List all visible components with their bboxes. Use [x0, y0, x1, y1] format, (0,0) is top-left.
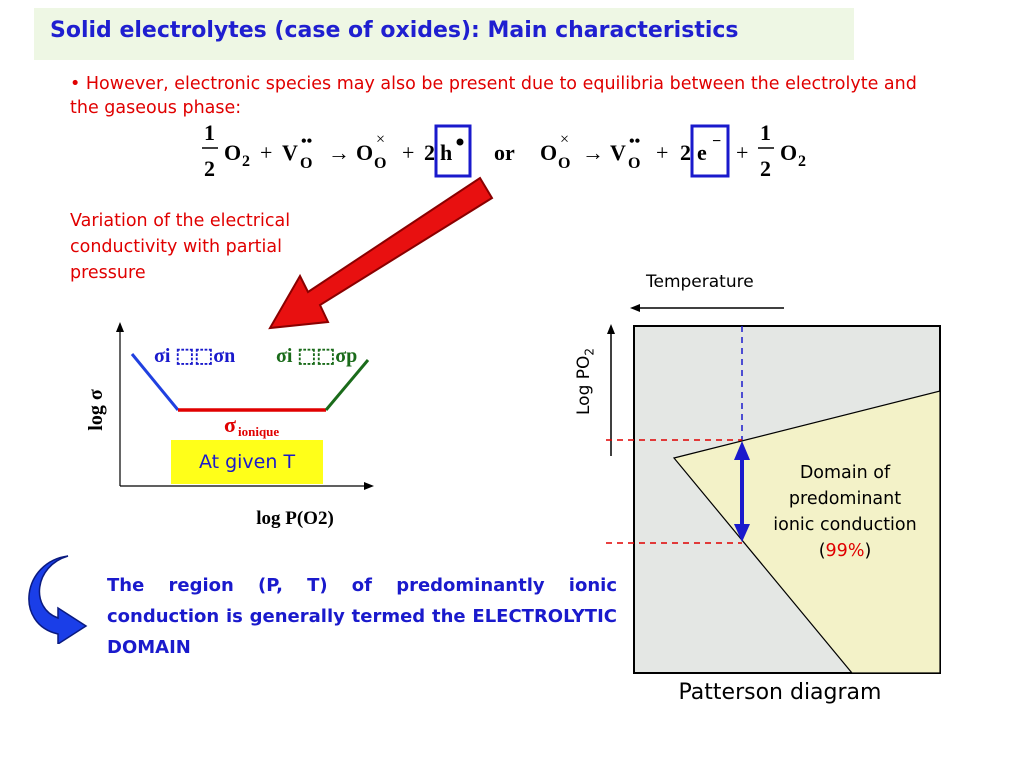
eq-or: or: [494, 140, 515, 165]
n-type-branch: [130, 353, 180, 411]
eq2-oxygen-charge: ×: [560, 131, 569, 148]
eq1-vacancy-charge: ••: [301, 133, 312, 150]
domain-span-bottom-arrowhead: [734, 524, 750, 542]
domain-line-3: ionic conduction: [773, 515, 917, 535]
electron-highlight-box: [690, 124, 730, 178]
sigma-left-label: σi ⬚⬚σn: [154, 345, 235, 367]
x-axis-label: log P(O2): [256, 508, 334, 529]
eq1-arrow: →: [328, 140, 350, 165]
eq2-o2: O: [780, 140, 797, 165]
eq1-plus-1: +: [260, 140, 272, 165]
domain-line-1: Domain of: [799, 463, 891, 483]
eq1-oxygen-sub: O: [374, 155, 386, 172]
eq1-o2-sub: 2: [242, 153, 250, 170]
title-background: [34, 8, 854, 60]
given-t-box: At given T: [171, 440, 323, 484]
eq2-oxygen: O: [540, 140, 557, 165]
slide-title: Solid electrolytes (case of oxides): Mai…: [50, 18, 739, 43]
eq2-plus-1: +: [656, 140, 668, 165]
po2-label-main: Log PO: [574, 355, 594, 415]
y-axis-arrowhead: [116, 322, 124, 332]
given-t-label: At given T: [198, 451, 296, 473]
x-axis-arrowhead: [364, 482, 374, 490]
domain-description: Domain of predominant ionic conduction (…: [755, 460, 935, 564]
domain-span-top-arrowhead: [734, 441, 750, 460]
conclusion-text: The region (P, T) of predominantly ionic…: [107, 575, 617, 658]
temperature-arrowhead: [630, 304, 640, 312]
eq1-vacancy-sub: O: [300, 155, 312, 172]
conductivity-plot: log σ σi ⬚⬚σn σi ⬚⬚σp σ ionique log P(O2…: [85, 322, 374, 529]
eq2-vacancy-charge: ••: [629, 133, 640, 150]
y-axis-label: log σ: [85, 389, 107, 431]
sigma-ionic-symbol: σ: [224, 412, 236, 437]
po2-axis-label: Log PO2: [574, 348, 596, 415]
eq1-oxygen: O: [356, 140, 373, 165]
eq2-vacancy-sub: O: [628, 155, 640, 172]
eq1-half-num: 1: [204, 120, 215, 145]
domain-line-4: (99%): [755, 538, 935, 564]
patterson-caption: Patterson diagram: [678, 680, 882, 705]
p-type-branch: [324, 359, 370, 411]
variation-text: Variation of the electrical conductivity…: [70, 211, 291, 283]
hole-highlight-box: [434, 124, 472, 178]
eq2-plus-2: +: [736, 140, 748, 165]
eq1-vacancy: V: [282, 140, 298, 165]
domain-paren-close: ): [864, 541, 872, 561]
eq2-half-num: 1: [760, 120, 771, 145]
eq2-o2-sub: 2: [798, 153, 806, 170]
sigma-right-label: σi ⬚⬚σp: [276, 345, 357, 367]
po2-label-sub: 2: [582, 347, 597, 356]
eq2-coef: 2: [680, 140, 691, 165]
sigma-ionic-sub: ionique: [238, 424, 279, 439]
domain-paren-open: (: [818, 541, 826, 561]
pointer-arrow: [268, 176, 494, 330]
eq2-half-den: 2: [760, 156, 771, 181]
eq1-o2: O: [224, 140, 241, 165]
curved-arrow-shape: [28, 555, 88, 644]
red-arrow-shape: [268, 176, 494, 330]
temperature-label: Temperature: [646, 272, 754, 292]
eq2-electron-charge: −: [712, 133, 721, 150]
eq2-arrow: →: [582, 140, 604, 165]
eq1-oxygen-charge: ×: [376, 131, 385, 148]
eq2-electron: e: [697, 140, 707, 165]
eq1-hole: h: [440, 140, 452, 165]
domain-line-2: predominant: [788, 489, 902, 509]
bullet-text: • However, electronic species may also b…: [70, 74, 917, 118]
po2-arrowhead: [607, 324, 615, 334]
eq1-half-den: 2: [204, 156, 215, 181]
eq2-oxygen-sub: O: [558, 155, 570, 172]
curved-arrow: [28, 555, 88, 644]
domain-percentage: 99%: [825, 541, 865, 561]
eq1-coef: 2: [424, 140, 435, 165]
equilibrium-equations: 1 2 O 2 + V •• O → O × O + 2 h or O × O …: [202, 120, 806, 181]
eq2-vacancy: V: [610, 140, 626, 165]
eq1-hole-charge: [456, 138, 464, 146]
eq1-plus-2: +: [402, 140, 414, 165]
patterson-diagram: [606, 304, 941, 674]
